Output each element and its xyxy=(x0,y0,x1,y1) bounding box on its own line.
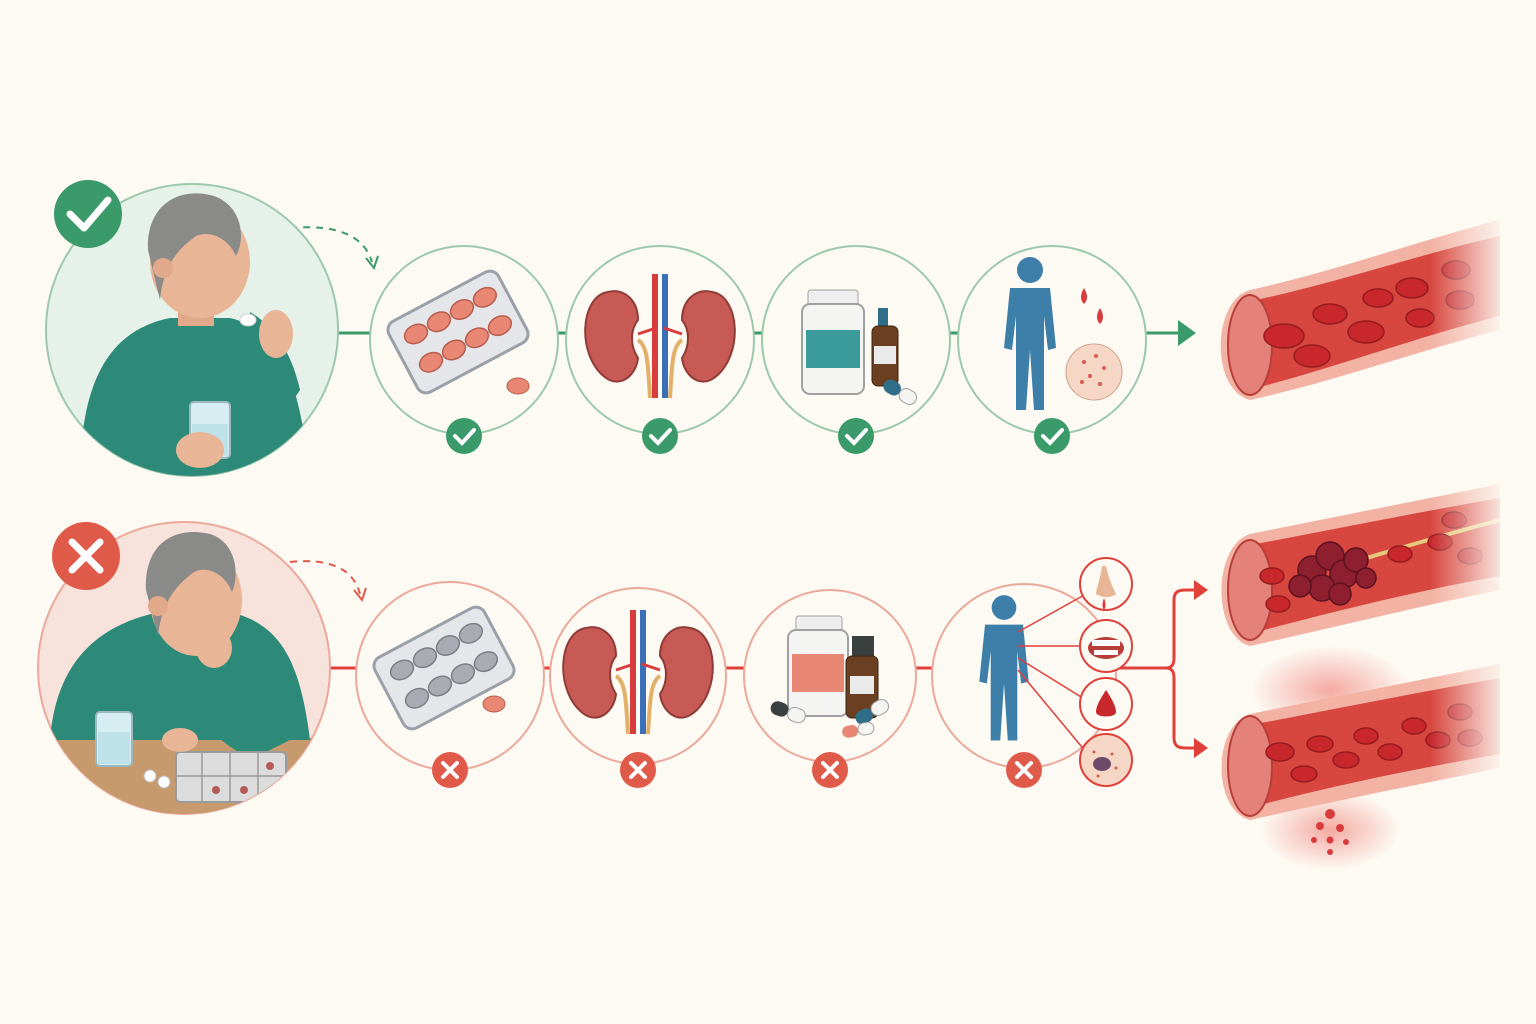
check-badge-icon xyxy=(446,418,482,454)
step-pill-pack xyxy=(355,581,545,788)
step-kidneys xyxy=(549,587,727,788)
healthy-blood-vessel-icon xyxy=(1220,200,1510,420)
blood-clot xyxy=(1288,541,1377,606)
arrow-right-icon xyxy=(1194,738,1208,758)
step-kidneys xyxy=(565,245,755,454)
step-body xyxy=(957,245,1147,454)
nosebleed-icon xyxy=(1079,557,1133,611)
cross-badge-icon xyxy=(620,752,656,788)
pill-blister-pack-icon xyxy=(382,266,534,398)
adherent-row xyxy=(45,180,1510,477)
arrow-right-icon xyxy=(1194,580,1208,600)
cross-badge-icon xyxy=(432,752,468,788)
check-badge-icon xyxy=(838,418,874,454)
cross-circle-icon xyxy=(52,522,120,590)
bleeding-vessel-icon xyxy=(1221,646,1510,870)
body-with-symptoms-icon xyxy=(979,593,1087,753)
medication-bottles-icon xyxy=(770,615,890,738)
check-badge-icon xyxy=(642,418,678,454)
arrow-right-icon xyxy=(1178,320,1196,346)
step-pill-pack xyxy=(369,245,559,454)
blood-drop-icon xyxy=(1079,677,1133,731)
check-badge-icon xyxy=(1034,418,1070,454)
check-circle-icon xyxy=(54,180,122,248)
cross-badge-icon xyxy=(1006,752,1042,788)
man-taking-pill xyxy=(45,183,339,477)
symptom-list xyxy=(1079,557,1133,787)
blood-leak-drops xyxy=(1311,809,1349,855)
step-medications xyxy=(761,245,951,454)
man-with-pill-organizer xyxy=(37,521,331,815)
step-medications xyxy=(743,589,917,788)
empty-blister-pack-icon xyxy=(368,602,520,734)
bruised-skin-icon xyxy=(1079,733,1133,787)
body-with-blood-drops-icon xyxy=(1004,257,1123,410)
non-adherent-row xyxy=(37,470,1510,870)
cross-badge-icon xyxy=(812,752,848,788)
branch-arrows xyxy=(1140,588,1196,750)
step-body xyxy=(931,583,1117,788)
bleeding-gums-icon xyxy=(1079,619,1133,673)
medication-bottles-icon xyxy=(801,289,918,405)
blood-clot-vessel-icon xyxy=(1221,470,1510,650)
dashed-arrow-icon xyxy=(289,226,373,263)
